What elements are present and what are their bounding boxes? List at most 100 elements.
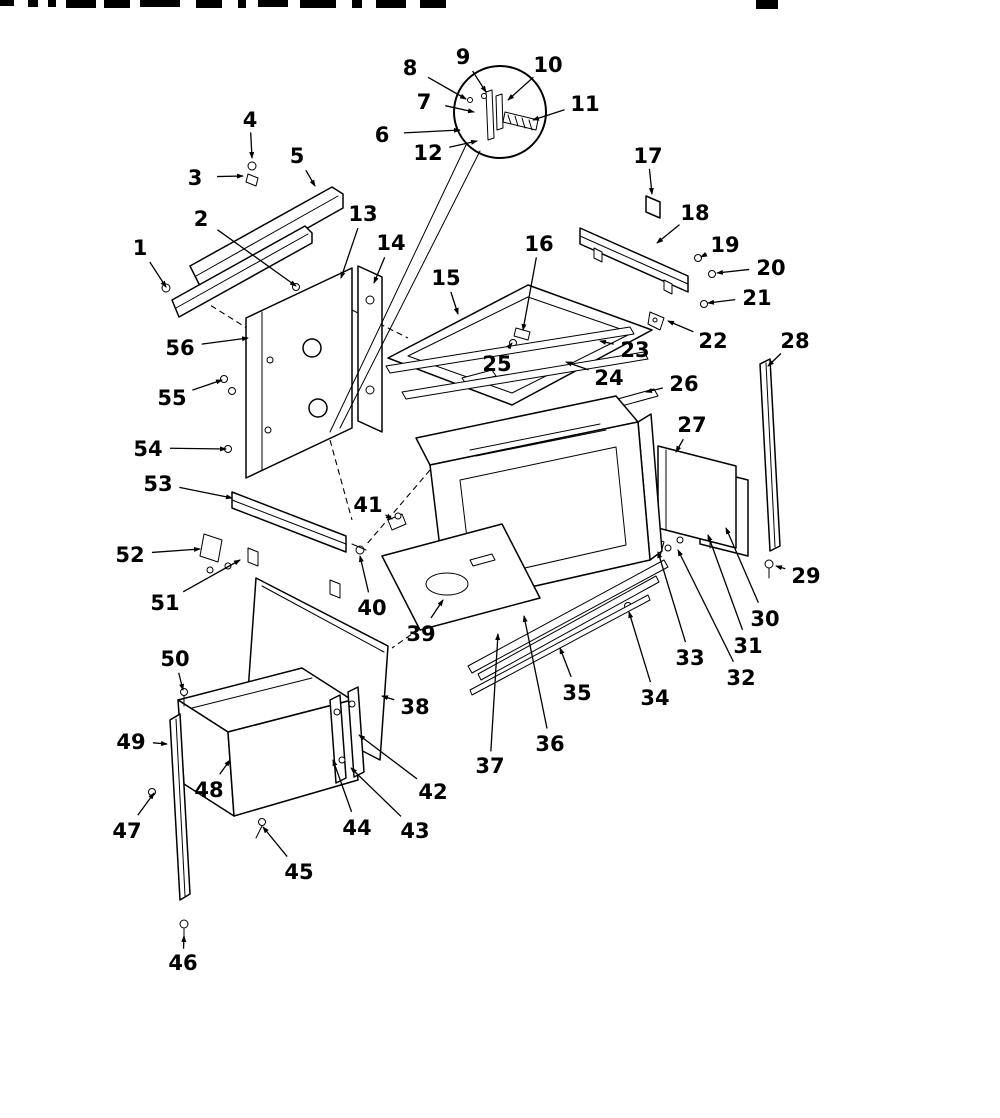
part-label-39: 39 (406, 622, 435, 646)
part-label-41: 41 (353, 493, 382, 517)
leader-line-55 (192, 379, 223, 391)
leader-line-30 (725, 527, 760, 604)
leader-line-9 (472, 70, 487, 93)
part-label-43: 43 (400, 819, 429, 843)
part-label-34: 34 (640, 686, 669, 710)
part-label-28: 28 (780, 329, 809, 353)
part-label-25: 25 (482, 352, 511, 376)
part-label-20: 20 (756, 256, 785, 280)
leader-line-8 (427, 76, 467, 100)
leader-line-20 (716, 268, 750, 275)
leader-line-37 (490, 633, 501, 752)
leader-line-28 (767, 353, 782, 367)
bottom-trim-rails (467, 559, 669, 696)
leader-line-7 (445, 105, 475, 114)
part-label-2: 2 (194, 207, 209, 231)
leader-line-41 (385, 513, 393, 520)
part-label-8: 8 (403, 56, 418, 80)
part-label-17: 17 (633, 144, 662, 168)
part-label-18: 18 (680, 201, 709, 225)
leader-line-12 (449, 139, 478, 148)
part-label-22: 22 (698, 329, 727, 353)
leader-line-56 (201, 336, 249, 345)
leader-line-51 (182, 559, 241, 593)
part-label-3: 3 (188, 166, 203, 190)
part-label-55: 55 (157, 386, 186, 410)
leader-line-4 (249, 132, 255, 159)
leader-line-25 (506, 342, 513, 350)
leader-line-21 (707, 299, 736, 305)
leader-line-24 (565, 361, 589, 371)
leader-line-19 (700, 251, 708, 258)
leader-line-23 (599, 339, 614, 345)
part-label-10: 10 (533, 53, 562, 77)
part-label-32: 32 (726, 666, 755, 690)
leader-line-6 (403, 127, 461, 134)
leader-line-13 (340, 227, 359, 279)
artwork (148, 65, 781, 941)
part-label-12: 12 (413, 141, 442, 165)
leader-line-10 (507, 76, 534, 101)
leader-line-5 (305, 169, 316, 187)
part-label-51: 51 (150, 591, 179, 615)
leader-line-1 (149, 261, 167, 288)
channel-bracket (329, 686, 365, 784)
part-label-26: 26 (669, 372, 698, 396)
part-label-42: 42 (418, 780, 447, 804)
part-label-46: 46 (168, 951, 197, 975)
leader-line-36 (522, 615, 548, 729)
leader-line-52 (151, 546, 201, 554)
leader-line-48 (219, 759, 231, 775)
part-label-1: 1 (133, 236, 148, 260)
leader-line-33 (657, 551, 687, 643)
part-label-54: 54 (133, 437, 162, 461)
leader-line-11 (532, 109, 565, 121)
part-label-45: 45 (284, 860, 313, 884)
part-label-5: 5 (290, 144, 305, 168)
part-label-16: 16 (524, 232, 553, 256)
leader-line-31 (707, 534, 744, 631)
leader-line-40 (358, 555, 370, 593)
leader-line-50 (178, 672, 184, 691)
part-label-47: 47 (112, 819, 141, 843)
cropped-header-fragment (0, 0, 778, 9)
part-label-30: 30 (750, 607, 779, 631)
part-label-21: 21 (742, 286, 771, 310)
left-side-strip (148, 688, 191, 941)
leader-line-17 (648, 168, 654, 195)
part-label-56: 56 (165, 336, 194, 360)
leader-line-15 (450, 291, 459, 315)
part-label-24: 24 (594, 366, 623, 390)
leader-line-29 (775, 565, 786, 571)
part-label-52: 52 (115, 543, 144, 567)
leader-line-2 (217, 229, 297, 287)
part-label-6: 6 (375, 123, 390, 147)
part-label-7: 7 (417, 90, 432, 114)
part-label-31: 31 (733, 634, 762, 658)
part-label-53: 53 (143, 472, 172, 496)
part-label-4: 4 (243, 108, 258, 132)
leader-line-16 (521, 257, 537, 331)
part-label-13: 13 (348, 202, 377, 226)
side-panel (220, 265, 383, 479)
leader-line-54 (169, 446, 227, 452)
leader-line-14 (373, 256, 386, 284)
part-label-44: 44 (342, 816, 371, 840)
storage-box (177, 667, 359, 839)
part-label-15: 15 (431, 266, 460, 290)
leader-line-39 (430, 599, 444, 619)
part-label-29: 29 (791, 564, 820, 588)
part-label-50: 50 (160, 647, 189, 671)
leader-line-53 (179, 486, 233, 500)
leader-line-34 (628, 611, 652, 683)
leader-line-18 (656, 224, 680, 244)
leader-line-27 (675, 438, 684, 453)
part-label-36: 36 (535, 732, 564, 756)
leader-line-45 (262, 826, 288, 857)
part-label-23: 23 (620, 338, 649, 362)
leader-line-47 (137, 792, 155, 816)
leader-line-26 (645, 387, 663, 394)
leader-line-43 (350, 767, 402, 817)
